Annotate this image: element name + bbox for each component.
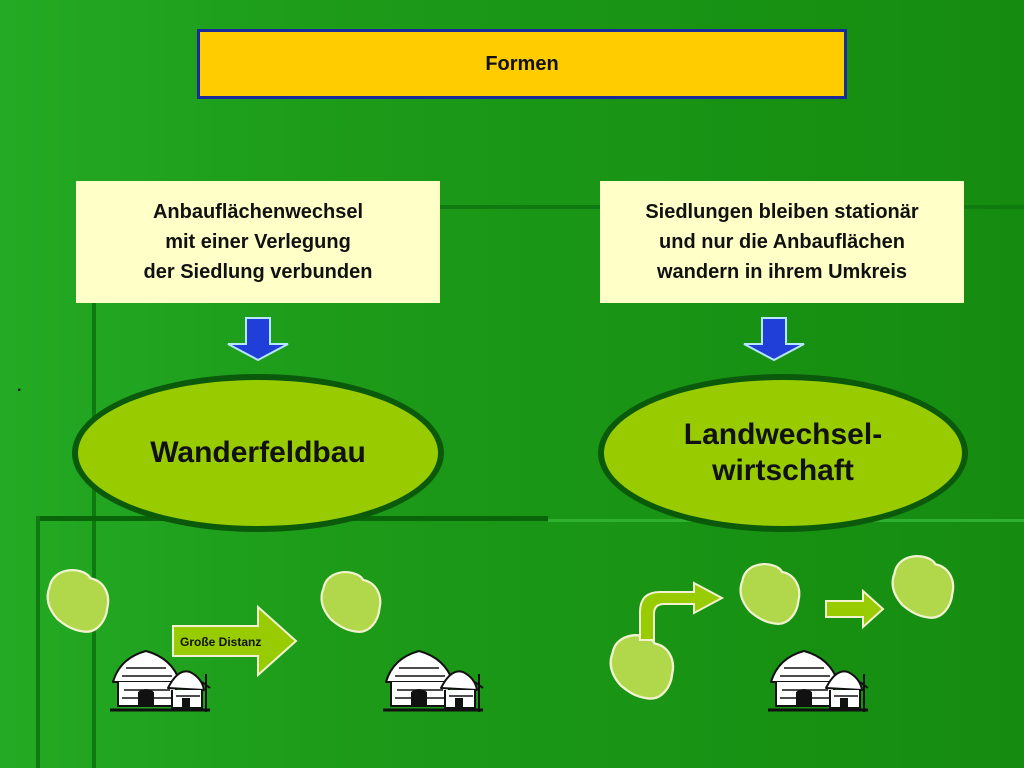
landwechselwirtschaft-ellipse: Landwechsel- wirtschaft — [598, 374, 968, 532]
field-icon — [320, 571, 382, 633]
title-box: Formen — [197, 29, 847, 99]
down-arrow-icon — [743, 317, 805, 362]
field-icon — [739, 563, 801, 625]
bg-line — [36, 516, 40, 768]
hut-icon — [768, 650, 869, 712]
wanderfeldbau-label: Wanderfeldbau — [150, 436, 366, 469]
hut-icon — [383, 650, 484, 712]
field-icon — [609, 634, 675, 700]
title-text: Formen — [485, 52, 559, 75]
left-description-box: Anbauflächenwechsel mit einer Verlegung … — [76, 181, 440, 303]
wanderfeldbau-ellipse: Wanderfeldbau — [72, 374, 444, 532]
bg-line — [92, 300, 96, 768]
curved-arrow-icon — [639, 581, 725, 641]
landwechselwirtschaft-label: Landwechsel- wirtschaft — [683, 418, 883, 487]
distance-arrow-label: Große Distanz — [180, 635, 261, 649]
marker-dot: . — [17, 378, 22, 395]
field-icon — [891, 555, 955, 619]
right-description-text: Siedlungen bleiben stationär und nur die… — [645, 201, 919, 283]
left-description-text: Anbauflächenwechsel mit einer Verlegung … — [143, 201, 373, 283]
field-icon — [46, 569, 110, 633]
distance-arrow: Große Distanz — [172, 604, 298, 678]
right-arrow-icon — [825, 588, 885, 630]
down-arrow-icon — [227, 317, 289, 362]
right-description-box: Siedlungen bleiben stationär und nur die… — [600, 181, 964, 303]
hut-icon — [110, 650, 211, 712]
